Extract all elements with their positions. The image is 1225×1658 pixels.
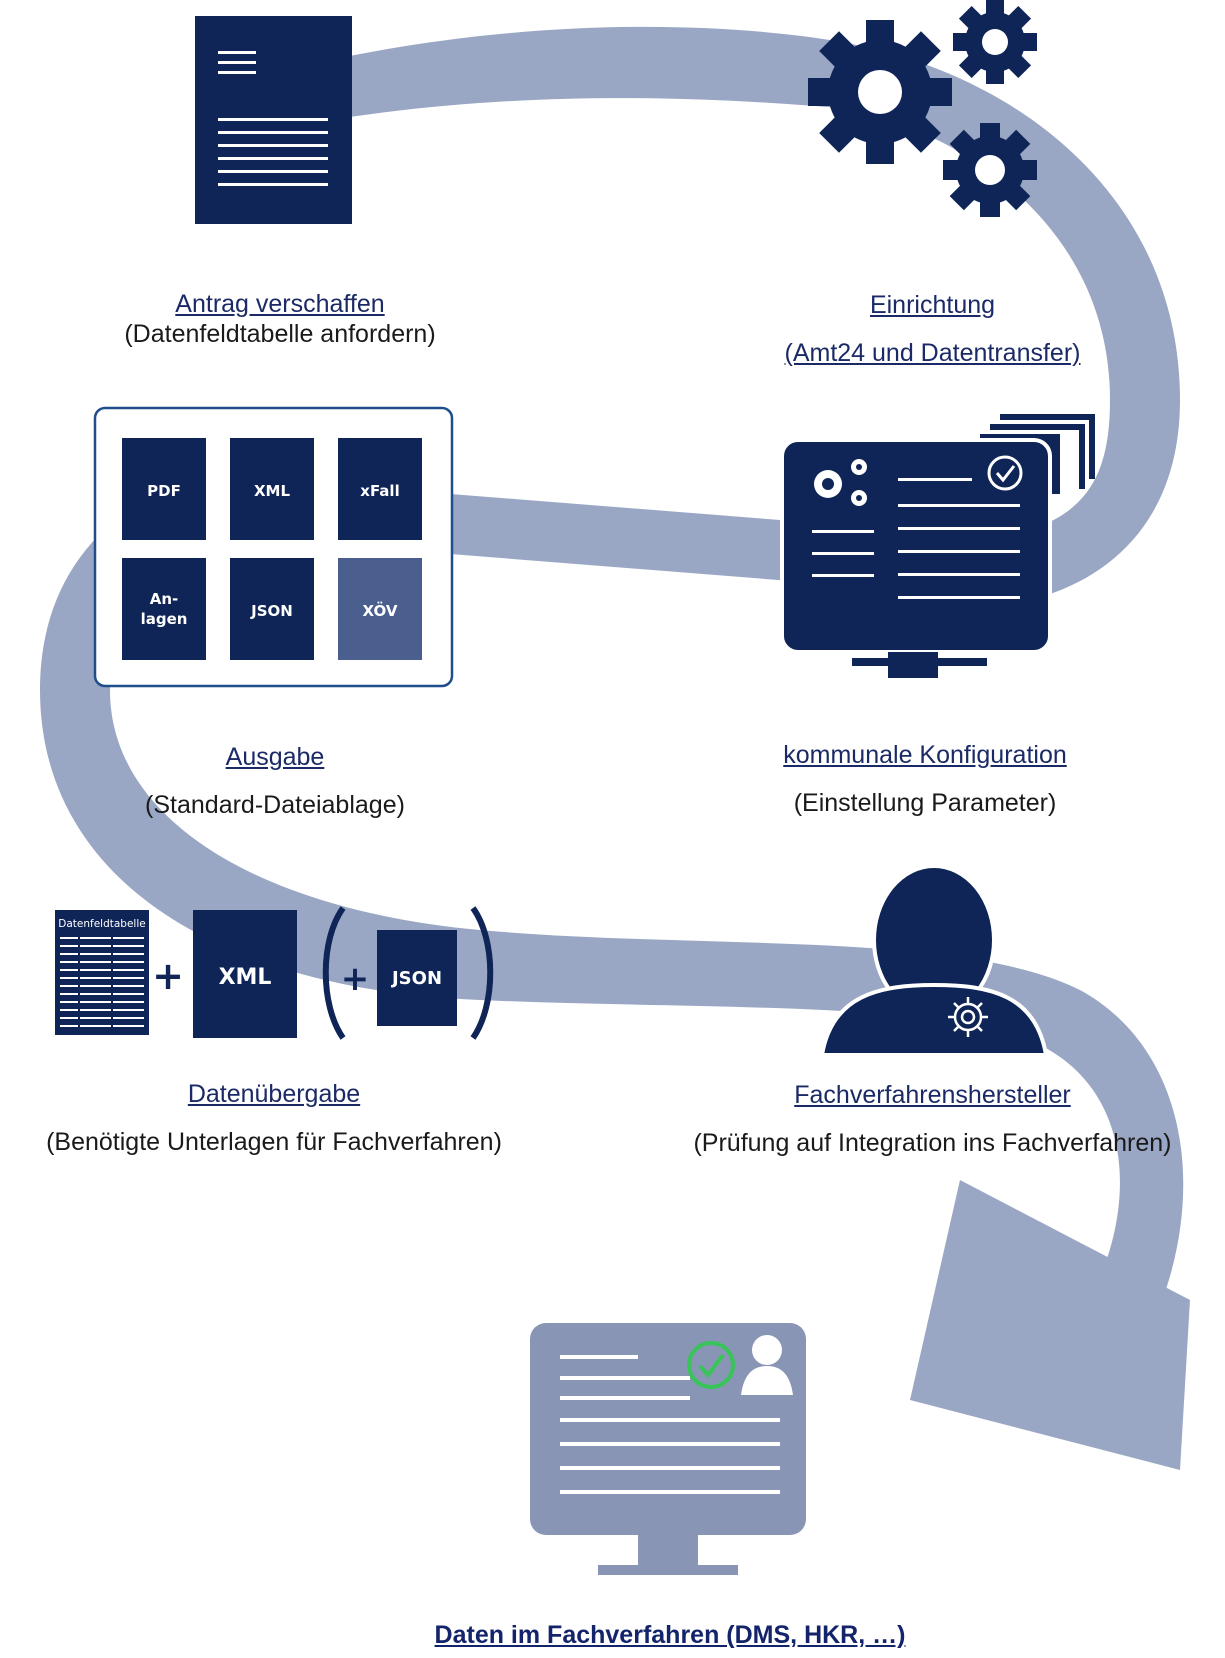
svg-text:Datenfeldtabelle: Datenfeldtabelle <box>58 918 145 930</box>
step-datenuebergabe-title[interactable]: Datenübergabe <box>187 1080 361 1108</box>
tile-json <box>230 558 314 660</box>
step-datenuebergabe: Datenübergabe (Benötigte Unterlagen für … <box>0 1070 548 1166</box>
step-antrag: Antrag verschaffen (Datenfeldtabelle anf… <box>95 289 465 349</box>
step-konfiguration-sub: (Einstellung Parameter) <box>793 789 1057 817</box>
tile-xfall <box>338 438 422 540</box>
tile-pdf <box>122 438 206 540</box>
check-icon <box>687 1341 735 1389</box>
monitor-config-icon <box>780 414 1095 678</box>
svg-text:+: + <box>152 954 184 998</box>
svg-text:JSON: JSON <box>390 968 442 989</box>
step-ausgabe-title[interactable]: Ausgabe <box>225 743 325 771</box>
step-ausgabe: Ausgabe (Standard-Dateiablage) <box>105 733 445 829</box>
svg-text:XML: XML <box>254 482 290 500</box>
datenfeldtabelle-icon <box>55 910 149 1035</box>
tile-xov <box>338 558 422 660</box>
svg-text:JSON: JSON <box>250 602 293 620</box>
step-final-title[interactable]: Daten im Fachverfahren (DMS, HKR, …) <box>434 1621 906 1649</box>
step-konfiguration-title[interactable]: kommunale Konfiguration <box>783 741 1067 769</box>
step-datenuebergabe-sub: (Benötigte Unterlagen für Fachverfahren) <box>46 1128 502 1156</box>
svg-text:XML: XML <box>219 965 272 990</box>
format-tiles: PDF XML xFall An- lagen JSON XÖV <box>93 406 454 688</box>
step-konfiguration: kommunale Konfiguration (Einstellung Par… <box>745 731 1105 827</box>
tile-xml <box>230 438 314 540</box>
step-einrichtung-sub[interactable]: (Amt24 und Datentransfer) <box>784 339 1081 367</box>
step-hersteller-sub: (Prüfung auf Integration ins Fachverfahr… <box>693 1129 1172 1157</box>
step-einrichtung-title[interactable]: Einrichtung <box>869 291 996 319</box>
step-antrag-title[interactable]: Antrag verschaffen <box>175 290 385 318</box>
svg-text:XÖV: XÖV <box>363 601 398 620</box>
person-gear-icon <box>819 864 1049 1057</box>
svg-text:xFall: xFall <box>360 482 399 500</box>
step-einrichtung: Einrichtung (Amt24 und Datentransfer) <box>745 281 1120 377</box>
svg-text:PDF: PDF <box>147 482 181 500</box>
step-hersteller-title[interactable]: Fachverfahrenshersteller <box>794 1081 1071 1109</box>
handover-icons: Datenfeldtabelle + XML + JSON <box>55 906 494 1040</box>
svg-text:+: + <box>341 959 370 999</box>
step-ausgabe-sub: (Standard-Dateiablage) <box>145 791 405 819</box>
document-icon <box>195 16 352 224</box>
svg-text:lagen: lagen <box>141 610 188 628</box>
tile-anlagen <box>122 558 206 660</box>
step-antrag-sub: (Datenfeldtabelle anfordern) <box>124 320 436 348</box>
step-final: Daten im Fachverfahren (DMS, HKR, …) <box>330 1620 1010 1650</box>
monitor-result-icon <box>530 1323 806 1575</box>
svg-text:An-: An- <box>150 590 179 608</box>
step-hersteller: Fachverfahrenshersteller (Prüfung auf In… <box>640 1071 1225 1167</box>
